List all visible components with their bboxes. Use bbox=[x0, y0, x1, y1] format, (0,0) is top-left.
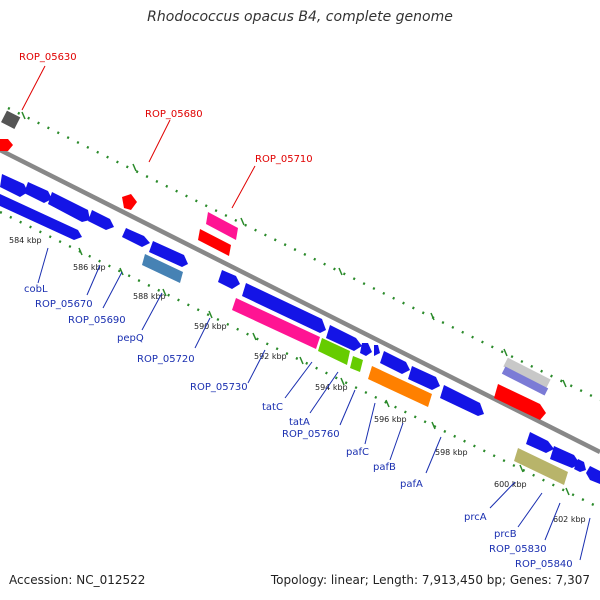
gene-label-bottom: cobL bbox=[24, 284, 48, 295]
accession-text: Accession: NC_012522 bbox=[9, 573, 146, 587]
topology-summary: Topology: linear; Length: 7,913,450 bp; … bbox=[270, 573, 590, 587]
gene-blue-1 bbox=[0, 174, 28, 197]
gene-blue-9 bbox=[326, 325, 362, 351]
gene-blue-10 bbox=[360, 343, 372, 356]
gene-blue-16 bbox=[550, 446, 580, 468]
leader-rop05630 bbox=[21, 65, 46, 111]
kbp-label: 592 kbp bbox=[254, 352, 287, 361]
leader-ROP_05830 bbox=[544, 502, 561, 541]
inner-guide-track bbox=[0, 210, 600, 510]
gene-label-bottom: pafA bbox=[400, 479, 423, 490]
gene-label-bottom: ROP_05840 bbox=[515, 559, 573, 570]
gene-lavender bbox=[501, 366, 549, 396]
kbp-label: 594 kbp bbox=[315, 383, 348, 392]
leader-tatA bbox=[309, 371, 339, 414]
gene-blue-13 bbox=[408, 366, 440, 390]
leader-ROP_05730 bbox=[247, 349, 266, 384]
gene-label-bottom: ROP_05720 bbox=[137, 354, 195, 365]
gene-blue-15 bbox=[526, 432, 554, 453]
gene-label-bottom: prcA bbox=[464, 512, 487, 523]
gene-blue-5 bbox=[122, 228, 150, 247]
kbp-label: 590 kbp bbox=[194, 322, 227, 331]
gene-blue-4 bbox=[88, 210, 114, 230]
gene-blue-3 bbox=[48, 192, 90, 222]
outer-guide-track bbox=[7, 106, 600, 402]
gene-label-bottom: tatC bbox=[262, 402, 283, 413]
gene-blue-17 bbox=[574, 459, 586, 472]
kbp-label: 584 kbp bbox=[9, 236, 42, 245]
leader-rop05680 bbox=[148, 119, 171, 163]
leader-pafC bbox=[364, 402, 376, 445]
kbp-label: 602 kbp bbox=[553, 515, 586, 524]
leader-rop05710 bbox=[231, 165, 256, 209]
gene-label-bottom: pafB bbox=[373, 462, 396, 473]
leader-tatC bbox=[284, 361, 313, 399]
leader-prcB bbox=[517, 492, 543, 528]
gene-arrows bbox=[0, 110, 600, 485]
gene-label-bottom: ROP_05690 bbox=[68, 315, 126, 326]
gene-khaki bbox=[514, 448, 568, 485]
gene-label-bottom: tatA bbox=[289, 417, 310, 428]
leader-pafB bbox=[389, 422, 404, 461]
gene-magenta-long bbox=[232, 298, 320, 349]
leader-ROP_05840 bbox=[579, 517, 591, 561]
gene-label-bottom: pafC bbox=[346, 447, 369, 458]
gene-blue-12 bbox=[380, 351, 410, 374]
gene-label-bottom: pepQ bbox=[117, 333, 144, 344]
gene-gray-light bbox=[503, 357, 551, 389]
leader-ROP_05760 bbox=[339, 389, 356, 426]
gene-blue-18 bbox=[586, 466, 600, 484]
map-title: Rhodococcus opacus B4, complete genome bbox=[147, 9, 453, 25]
kbp-label: 588 kbp bbox=[133, 292, 166, 301]
gene-pafA-orange bbox=[368, 366, 432, 407]
gene-label-top: ROP_05630 bbox=[19, 52, 77, 63]
gene-label-top: ROP_05710 bbox=[255, 154, 313, 165]
leader-ROP_05690 bbox=[102, 271, 123, 309]
gene-green-2 bbox=[350, 356, 363, 372]
gene-blue-cobL bbox=[0, 194, 82, 240]
leader-pafA bbox=[425, 436, 442, 474]
gene-label-bottom: prcB bbox=[494, 529, 517, 540]
gene-blue-11 bbox=[374, 345, 380, 356]
gene-label-top: ROP_05680 bbox=[145, 109, 203, 120]
kbp-labels: 584 kbp 586 kbp 588 kbp 590 kbp 592 kbp 594 k… bbox=[9, 236, 586, 524]
leader-ROP_05670 bbox=[86, 264, 101, 296]
gene-red-under-magenta bbox=[198, 229, 231, 256]
upper-ticks bbox=[21, 111, 567, 388]
gene-pepQ-steel bbox=[142, 254, 183, 283]
gene-label-bottom: ROP_05730 bbox=[190, 382, 248, 393]
leader-cobL bbox=[37, 247, 49, 284]
gene-blue-8 bbox=[242, 283, 326, 333]
gene-label-bottom: ROP_05760 bbox=[282, 429, 340, 440]
gene-blue-14 bbox=[440, 385, 484, 416]
kbp-label: 600 kbp bbox=[494, 480, 527, 489]
gene-red-small-1 bbox=[0, 139, 13, 151]
leader-ROP_05720 bbox=[194, 317, 211, 349]
gene-label-bottom: ROP_05670 bbox=[35, 299, 93, 310]
kbp-label: 598 kbp bbox=[435, 448, 468, 457]
gene-red-small-2 bbox=[122, 194, 137, 210]
gene-green-1 bbox=[318, 338, 350, 365]
kbp-label: 586 kbp bbox=[73, 263, 106, 272]
gene-blue-7 bbox=[218, 270, 240, 289]
leader-prcA bbox=[489, 481, 516, 509]
gene-blue-6 bbox=[149, 241, 188, 267]
gene-blue-2 bbox=[24, 182, 52, 203]
kbp-label: 596 kbp bbox=[374, 415, 407, 424]
lower-ticks bbox=[78, 247, 570, 496]
genome-axis bbox=[0, 147, 600, 455]
leader-pepQ bbox=[141, 292, 163, 331]
gene-rop05710-magenta bbox=[206, 212, 238, 240]
gene-label-bottom: ROP_05830 bbox=[489, 544, 547, 555]
gene-rop05630-gray bbox=[1, 110, 21, 129]
gene-red-right bbox=[494, 384, 546, 420]
